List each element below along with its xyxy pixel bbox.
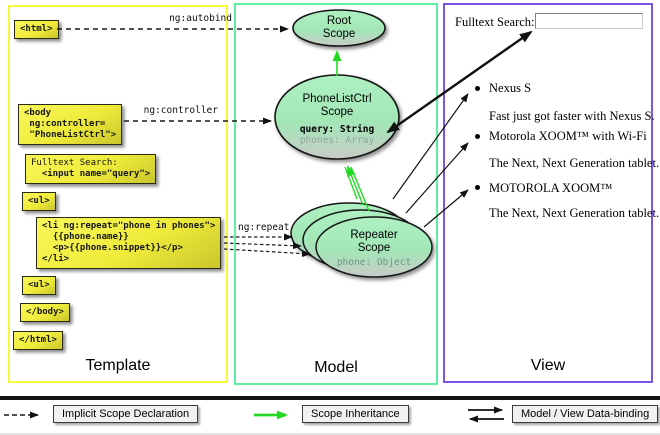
code-body-line2: ng:controller= xyxy=(24,119,106,129)
view-item-title: Motorola XOOM™ with Wi-Fi xyxy=(489,129,647,143)
bullet-icon xyxy=(475,134,480,139)
annotation-ng-controller: ng:controller xyxy=(143,105,218,116)
root-scope-title: Root Scope xyxy=(294,15,384,41)
code-body-line1: <body xyxy=(24,108,52,118)
root-scope-title-line1: Root xyxy=(326,15,352,27)
bottom-edge xyxy=(0,433,660,435)
template-column-label: Template xyxy=(85,357,151,374)
code-box-html-close: </html> xyxy=(13,331,63,350)
view-search-label: Fulltext Search: xyxy=(455,15,535,29)
root-scope-title-line2: Scope xyxy=(322,28,356,40)
repeater-title-line2: Scope xyxy=(357,242,391,254)
legend-separator xyxy=(0,396,660,400)
code-li-line4: </li> xyxy=(42,254,70,264)
legend-model-view-databinding: Model / View Data-binding xyxy=(512,405,659,423)
view-item-desc: The Next, Next Generation tablet. xyxy=(489,156,660,170)
bullet-icon xyxy=(475,86,480,91)
code-box-ul-open: <ul> xyxy=(22,192,56,211)
repeater-scope-props: phone: Object xyxy=(314,257,434,268)
code-body-close-text: </body> xyxy=(26,307,64,317)
view-column-label: View xyxy=(530,357,566,374)
code-box-fulltext: Fulltext Search: <input name="query"> xyxy=(25,154,157,184)
code-html-open-text: <html> xyxy=(20,24,53,34)
code-ul-open-text: <ul> xyxy=(28,196,50,206)
code-body-line3: "PhoneListCtrl"> xyxy=(24,130,117,140)
prop-query-string: query: String xyxy=(299,124,375,135)
legend-implicit-scope: Implicit Scope Declaration xyxy=(53,405,199,423)
annotation-ng-autobind: ng:autobind xyxy=(169,13,232,24)
repeater-scope-title: Repeater Scope xyxy=(314,229,434,255)
prop-phone-object: phone: Object xyxy=(336,257,412,268)
template-column: Template xyxy=(8,5,228,383)
view-item-desc: The Next, Next Generation tablet. xyxy=(489,206,660,220)
legend-scope-inheritance: Scope Inheritance xyxy=(302,405,409,423)
bullet-icon xyxy=(475,185,480,190)
phonelistctrl-title-line2: Scope xyxy=(320,106,354,118)
code-li-line1: <li ng:repeat="phone in phones"> xyxy=(42,221,216,231)
code-box-li-repeat: <li ng:repeat="phone in phones"> {{phone… xyxy=(36,217,222,269)
view-item-desc: Fast just got faster with Nexus S. xyxy=(489,109,655,123)
code-box-body-close: </body> xyxy=(20,303,70,322)
phonelistctrl-scope-title: PhoneListCtrl Scope xyxy=(277,93,397,119)
code-fulltext-line2: <input name="query"> xyxy=(31,169,151,179)
phonelistctrl-scope-props: query: String phones: Array xyxy=(277,124,397,146)
model-column-label: Model xyxy=(314,359,358,376)
code-fulltext-line1: Fulltext Search: xyxy=(31,158,118,168)
code-box-html-open: <html> xyxy=(14,20,59,39)
code-li-line3: <p>{{phone.snippet}}</p> xyxy=(42,243,183,253)
code-box-ul-close: <ul> xyxy=(22,276,56,295)
model-column: Model xyxy=(234,3,438,385)
code-html-close-text: </html> xyxy=(19,335,57,345)
annotation-ng-repeat: ng:repeat xyxy=(238,222,290,233)
code-li-line2: {{phone.name}} xyxy=(42,232,129,242)
repeater-title-line1: Repeater xyxy=(350,229,398,241)
phonelistctrl-title-line1: PhoneListCtrl xyxy=(302,93,372,105)
code-ul-close-text: <ul> xyxy=(28,280,50,290)
view-item-title: MOTOROLA XOOM™ xyxy=(489,181,613,195)
view-item-title: Nexus S xyxy=(489,81,532,95)
search-input[interactable] xyxy=(535,13,643,29)
prop-phones-array: phones: Array xyxy=(299,135,375,146)
code-box-body-open: <body ng:controller= "PhoneListCtrl"> xyxy=(18,104,123,145)
